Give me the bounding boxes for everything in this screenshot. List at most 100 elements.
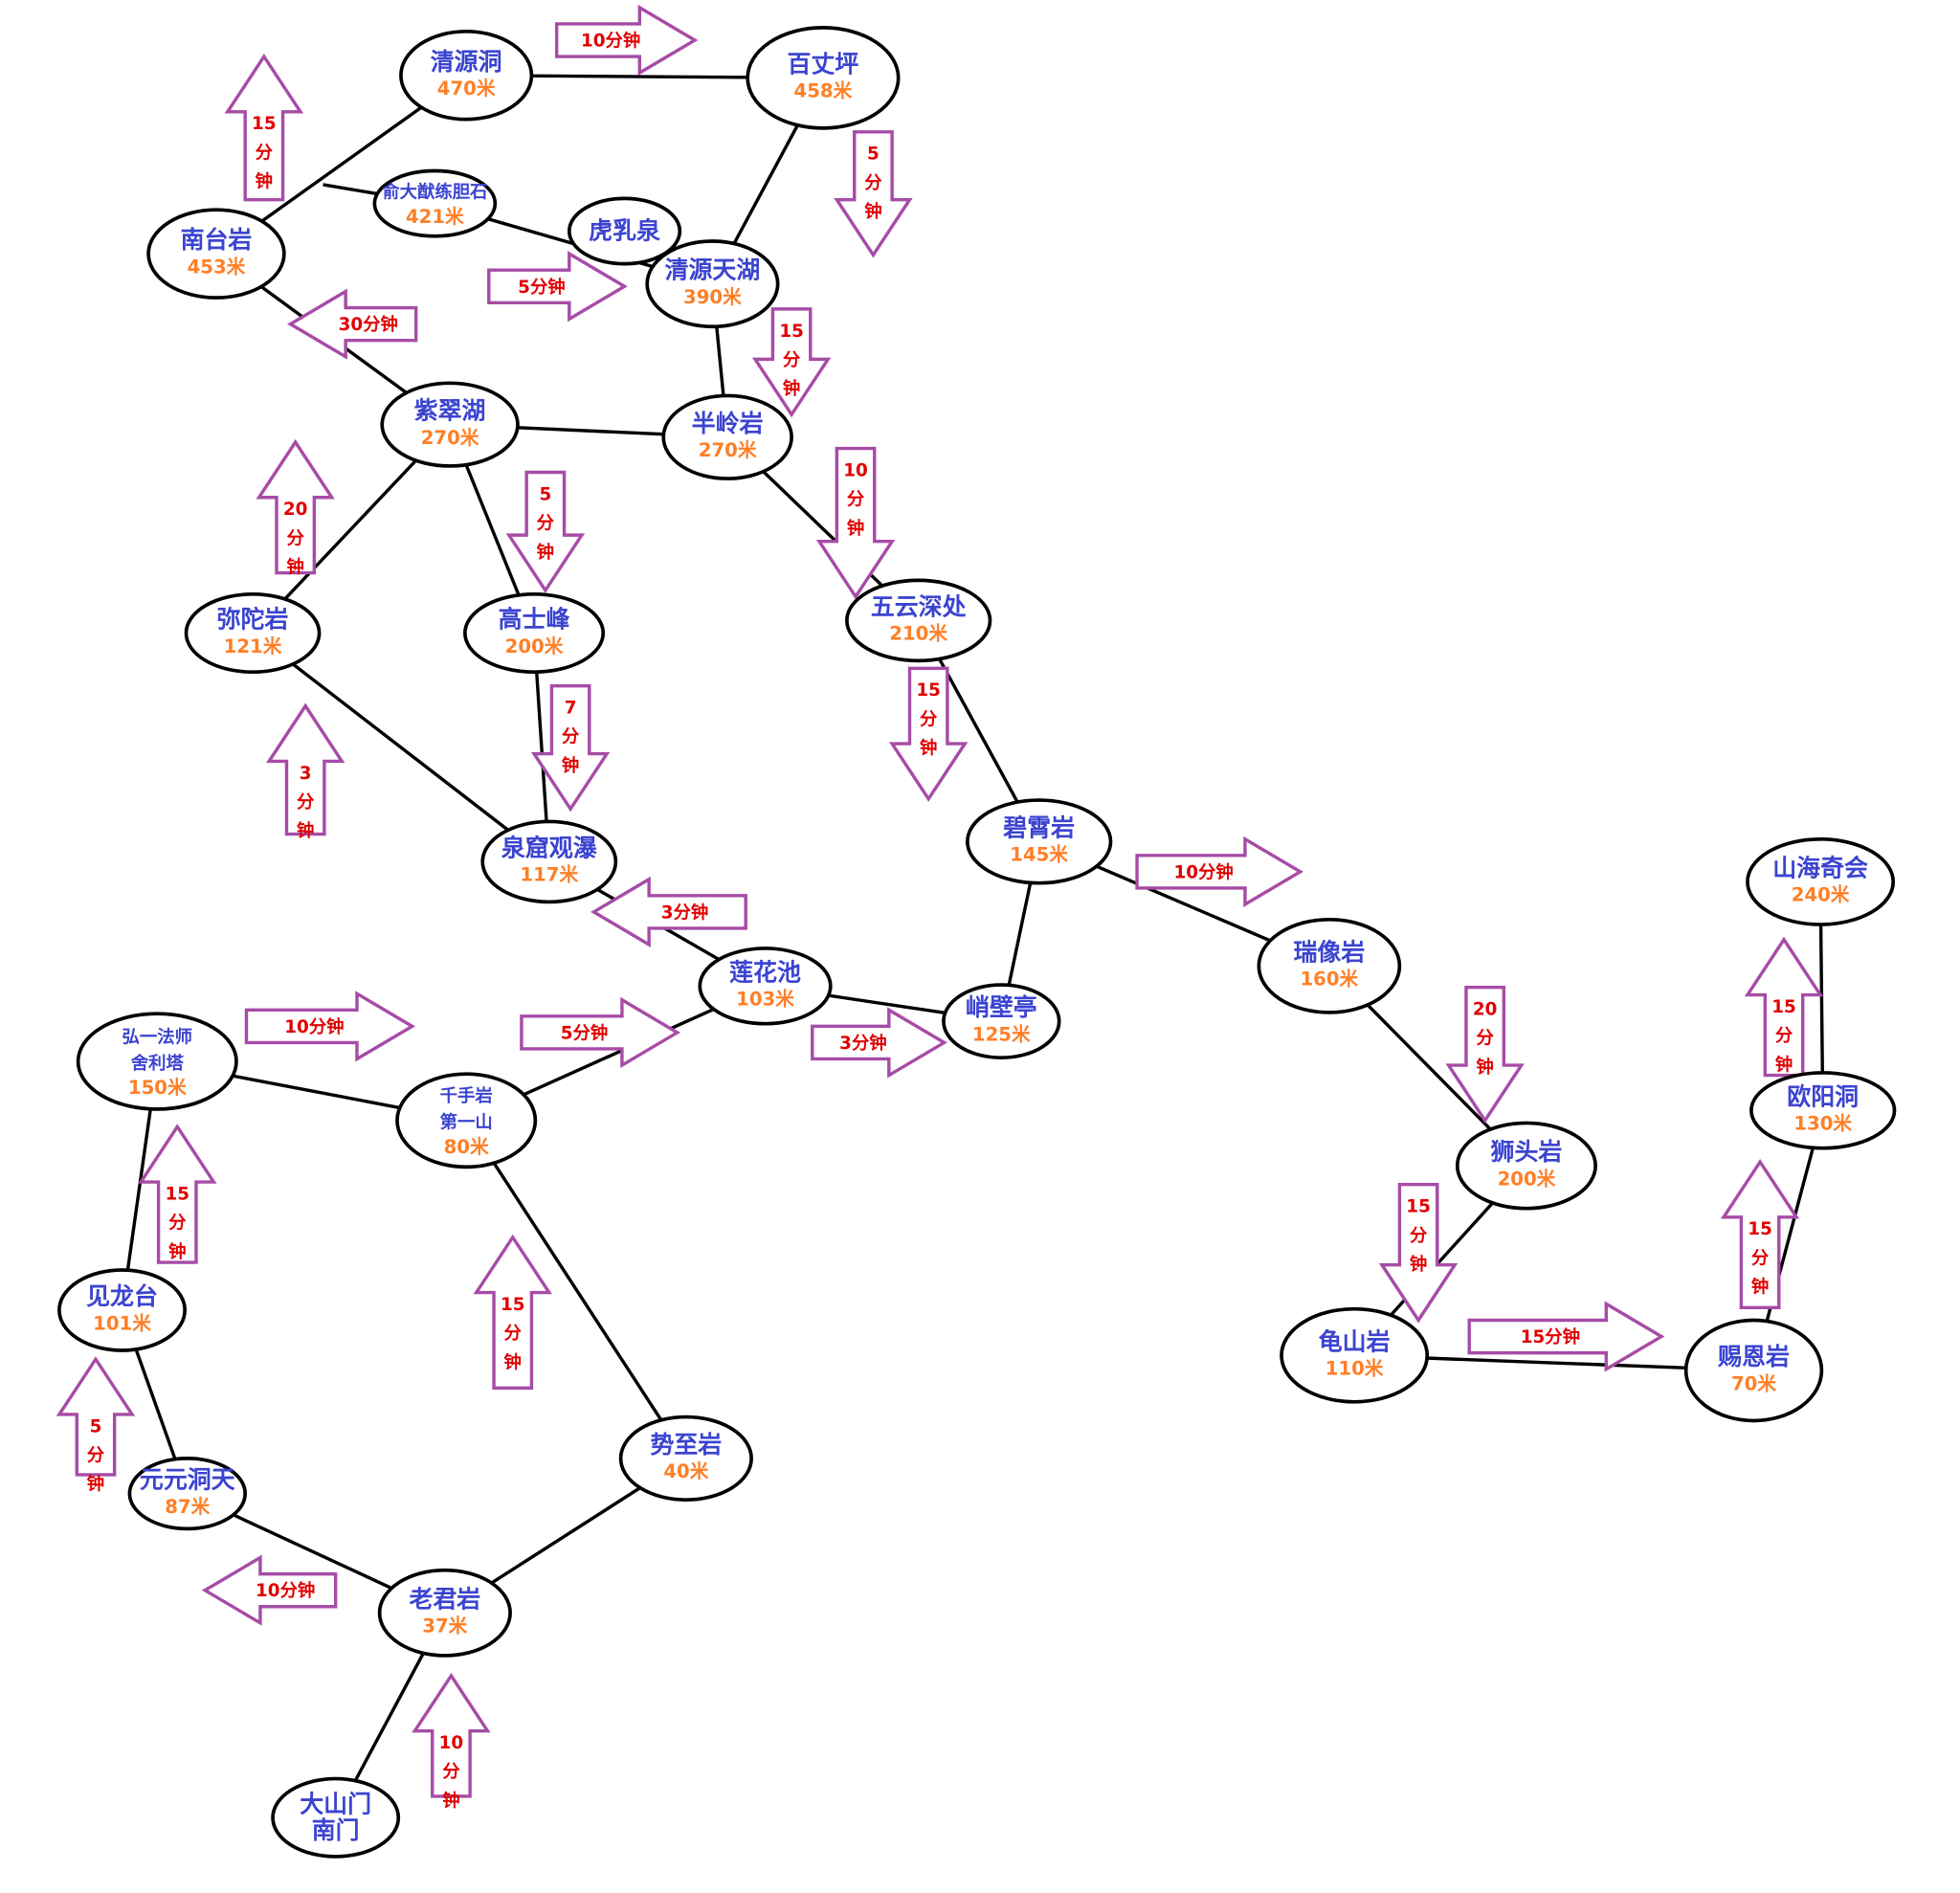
spot-name: 高士峰 <box>499 606 570 634</box>
spot-elevation: 117米 <box>520 864 578 886</box>
spot-ellipse <box>463 591 606 675</box>
travel-time-label: 5分钟 <box>561 1022 609 1043</box>
travel-time-label: 15分钟 <box>1521 1326 1580 1347</box>
arrow-right-icon: 10分钟 <box>1135 835 1304 908</box>
spot-ellipse <box>746 26 901 130</box>
spot-elevation: 121米 <box>224 635 282 657</box>
spot-ellipse <box>698 946 833 1026</box>
spot-弘一法师舍利塔[interactable]: 弘一法师舍利塔 150米 <box>76 1012 238 1111</box>
spot-elevation: 80米 <box>444 1136 489 1158</box>
spot-name: 莲花池 <box>729 958 801 986</box>
spot-name: 千手岩第一山 <box>440 1085 493 1133</box>
spot-千手岩第一山[interactable]: 千手岩第一山 80米 <box>395 1072 538 1169</box>
spot-elevation: 453米 <box>188 256 246 278</box>
spot-name: 狮头岩 <box>1491 1138 1563 1166</box>
spot-ellipse <box>146 208 286 300</box>
spot-ellipse <box>184 591 322 675</box>
spot-name: 碧霄岩 <box>1002 813 1075 841</box>
spot-ellipse <box>567 196 682 266</box>
spot-name: 五云深处 <box>871 592 967 620</box>
spot-ellipse <box>399 29 534 122</box>
spot-ellipse <box>1749 1071 1897 1150</box>
spot-大山门南门[interactable]: 大山门南门 <box>271 1776 401 1859</box>
spot-ellipse <box>1683 1318 1824 1423</box>
spot-elevation: 110米 <box>1325 1358 1384 1380</box>
spot-name: 见龙台 <box>86 1282 158 1310</box>
arrow-right-icon: 5分钟 <box>520 996 681 1069</box>
arrow-left-icon: 30分钟 <box>287 288 418 360</box>
arrow-right-icon: 10分钟 <box>554 4 699 77</box>
spot-ellipse <box>380 381 520 468</box>
spot-elevation: 390米 <box>683 286 742 308</box>
spot-elevation: 270米 <box>699 439 757 461</box>
spot-ellipse <box>845 578 992 663</box>
spot-ellipse <box>966 798 1113 885</box>
spot-name: 老君岩 <box>409 1585 480 1613</box>
spot-name: 百丈坪 <box>788 50 859 78</box>
travel-time-label: 10分钟 <box>284 1016 344 1037</box>
spot-ellipse <box>271 1776 401 1859</box>
spot-elevation: 200米 <box>1498 1168 1556 1190</box>
spot-name: 元元洞天 <box>140 1466 235 1494</box>
spot-elevation: 150米 <box>128 1077 187 1099</box>
spot-name: 弘一法师舍利塔 <box>122 1026 192 1074</box>
spot-ellipse <box>661 393 793 480</box>
spot-ellipse <box>57 1268 187 1352</box>
spot-name: 虎乳泉 <box>589 216 660 244</box>
spot-name: 峭壁亭 <box>966 993 1037 1021</box>
travel-time-label: 3分钟 <box>839 1033 886 1054</box>
route-line <box>251 632 550 863</box>
spot-elevation: 125米 <box>972 1023 1031 1045</box>
spot-name: 赐恩岩 <box>1717 1343 1790 1370</box>
travel-time-label: 10分钟 <box>581 31 640 52</box>
spot-elevation: 101米 <box>93 1312 151 1334</box>
spot-碧霄岩[interactable]: 碧霄岩 145米 <box>966 798 1113 885</box>
spot-elevation: 470米 <box>437 78 496 100</box>
route-line <box>464 1119 688 1459</box>
spot-name: 瑞像岩 <box>1293 938 1365 966</box>
spot-ellipse <box>1257 917 1402 1014</box>
spot-虎乳泉[interactable]: 虎乳泉 <box>567 196 682 266</box>
spot-elevation: 145米 <box>1010 844 1068 866</box>
spot-elevation: 200米 <box>505 635 564 657</box>
spot-ellipse <box>1455 1121 1597 1211</box>
